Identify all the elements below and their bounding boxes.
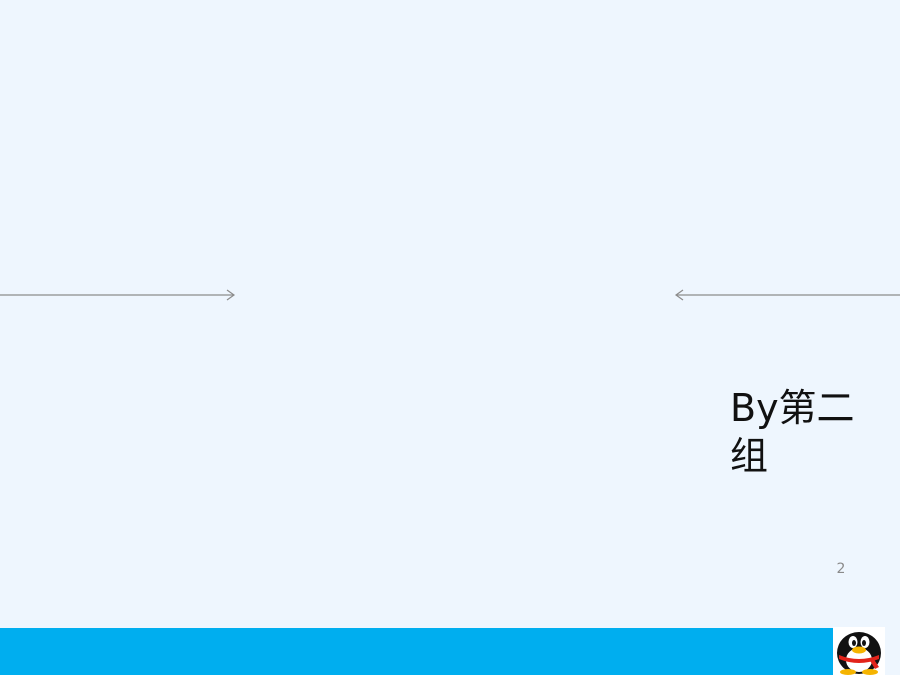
- arrow-left-icon: [674, 289, 900, 301]
- arrow-right-icon: [0, 289, 236, 301]
- penguin-mascot-icon: [833, 627, 885, 675]
- page-number: 2: [836, 561, 846, 577]
- footer-band: [0, 628, 833, 675]
- author-text: By第二组: [730, 386, 855, 478]
